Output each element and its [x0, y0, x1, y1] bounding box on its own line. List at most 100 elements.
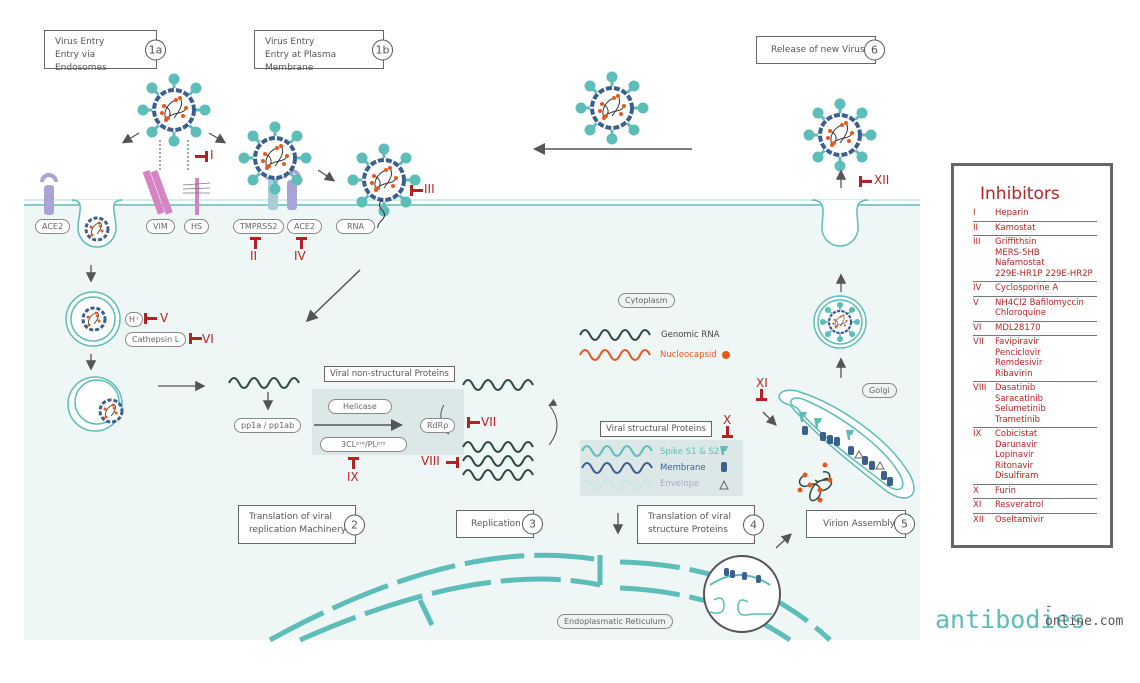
rna-label: RNA: [336, 219, 376, 234]
inhibitor-mark-IX: IX: [347, 470, 359, 484]
step-3-number: 3: [522, 513, 543, 535]
inhibitor-drug: Dasatinib: [995, 383, 1036, 393]
inhibitor-drug: Selumetinib: [995, 404, 1046, 414]
inhibitor-mark-II: II: [250, 249, 258, 263]
step-4-line2: structure Proteins: [648, 525, 728, 535]
inhibitor-drug: Oseltamivir: [995, 514, 1044, 525]
tmprss2-label: TMPRSS2: [233, 219, 285, 234]
inhibitor-drug: Resveratrol: [995, 500, 1044, 510]
golgi-label: Golgi: [862, 383, 897, 398]
inhibitor-row: XI Resveratrol: [973, 499, 1097, 514]
logo-suffix: -online.com: [1045, 599, 1124, 629]
cathepsin-l-label: Cathepsin L: [125, 332, 187, 347]
ace2-left-label: ACE2: [35, 219, 71, 234]
inhibitor-number: IX: [973, 429, 982, 439]
envelope-legend-icon: [719, 479, 729, 490]
inhibitor-drug: NH4Cl2 Bafilomyccin: [995, 297, 1084, 308]
step-1b-box: Virus Entry Entry at Plasma Membrane 1b: [254, 30, 393, 73]
inhibitors-title: Inhibitors: [980, 184, 1060, 204]
step-4-box: Translation of viral structure Proteins …: [637, 505, 764, 544]
inhibitor-number: XI: [973, 500, 982, 510]
inhibitor-mark-III: III: [424, 182, 435, 196]
inhibitor-mark-I: I: [210, 148, 214, 162]
nucleocapsid-complex: [797, 462, 833, 503]
inhibitor-drug: Nafamostat: [995, 258, 1045, 268]
hs-label: HS: [184, 219, 210, 234]
inhibitor-number: X: [973, 485, 979, 496]
inhibitor-drugs: Furin: [995, 486, 1097, 497]
inhibitor-row: X Furin: [973, 485, 1097, 499]
step-6-label: Release of new Virus: [771, 45, 865, 55]
er-zoom-inset: [703, 555, 781, 633]
step-1a-line2: Entry via Endosomes: [55, 50, 107, 73]
inhibitor-number: XII: [973, 514, 984, 525]
membrane-legend-icon: [721, 462, 727, 472]
spike-legend-icon: [720, 446, 728, 455]
inhibitor-drug: Kamostat: [995, 222, 1036, 233]
ace2-right-label: ACE2: [287, 219, 323, 234]
inhibitor-drug: MDL28170: [995, 322, 1041, 333]
inhibitor-drug: Penciclovir: [995, 347, 1041, 358]
antibodies-online-logo: -online.com antibodies: [935, 599, 1123, 634]
step-5-box: Virion Assembly 5: [806, 510, 915, 538]
legend-nucleocapsid: Nucleocapsid: [660, 350, 717, 360]
rdrp-label: RdRp: [420, 418, 456, 433]
inhibitor-number: V: [973, 297, 979, 308]
inhibitor-mark-VII: VII: [481, 415, 497, 429]
cytoplasm-label: Cytoplasm: [618, 293, 675, 308]
step-4-number: 4: [743, 514, 764, 535]
inhibitor-drugs: Resveratrol: [995, 500, 1097, 511]
step-2-line1: Translation of viral: [249, 512, 332, 522]
nsp-title: Viral non-structural Proteins: [324, 366, 455, 382]
step-5-number: 5: [894, 513, 915, 535]
step-2-line2: replication Machinery: [249, 525, 347, 535]
ace2-receptor-left: [40, 173, 58, 215]
step-1b-line1: Virus Entry: [265, 37, 315, 47]
inhibitor-mark-VIII: VIII: [421, 454, 440, 468]
inhibitor-drug: Cyclosporine A: [995, 283, 1059, 293]
step-1b-line2: Entry at Plasma Membrane: [265, 50, 337, 73]
step-1b-number: 1b: [372, 39, 393, 60]
step-5-label: Virion Assembly: [823, 519, 896, 529]
inhibitor-drugs: Heparin: [995, 208, 1097, 219]
inhibitor-number: VIII: [973, 383, 987, 393]
structural-proteins-title: Viral structural Proteins: [600, 421, 712, 437]
inhibitor-drug: 229E-HR1P 229E-HR2P: [995, 268, 1093, 279]
inhibitor-mark-V: V: [160, 311, 169, 325]
inhibitor-mark-VI: VI: [202, 332, 214, 346]
inhibitor-number: III: [973, 237, 981, 247]
step-2-box: Translation of viral replication Machine…: [238, 505, 365, 544]
inhibitor-drug: Heparin: [995, 208, 1029, 218]
nucleocapsid-dot: [722, 351, 730, 359]
step-3-box: Replication 3: [456, 510, 543, 538]
inhibitor-drug: Furin: [995, 485, 1017, 496]
er-label: Endoplasmatic Reticulum: [557, 614, 673, 629]
step-1a-line1: Virus Entry: [55, 37, 105, 47]
step-6-box: Release of new Virus 6: [756, 36, 885, 64]
inhibitor-drug: Disulfiram: [995, 471, 1039, 481]
inhibitor-number: IV: [973, 283, 982, 293]
inhibitor-mark-XI: XI: [756, 376, 768, 390]
vim-label: VIM: [146, 219, 175, 234]
inhibitor-drug: Lopinavir: [995, 450, 1035, 460]
inhibitor-drug: Cobicistat: [995, 429, 1038, 439]
legend-genomic-rna: Genomic RNA: [661, 330, 720, 340]
pp1a-pp1ab-label: pp1a / pp1ab: [234, 418, 302, 433]
inhibitor-row: IV Cyclosporine A: [973, 282, 1097, 297]
step-1a-box: Virus Entry Entry via Endosomes 1a: [44, 30, 166, 73]
step-3-label: Replication: [471, 519, 521, 529]
inhibitor-drug: Griffithsin: [995, 237, 1037, 247]
helicase-label: Helicase: [328, 399, 392, 414]
